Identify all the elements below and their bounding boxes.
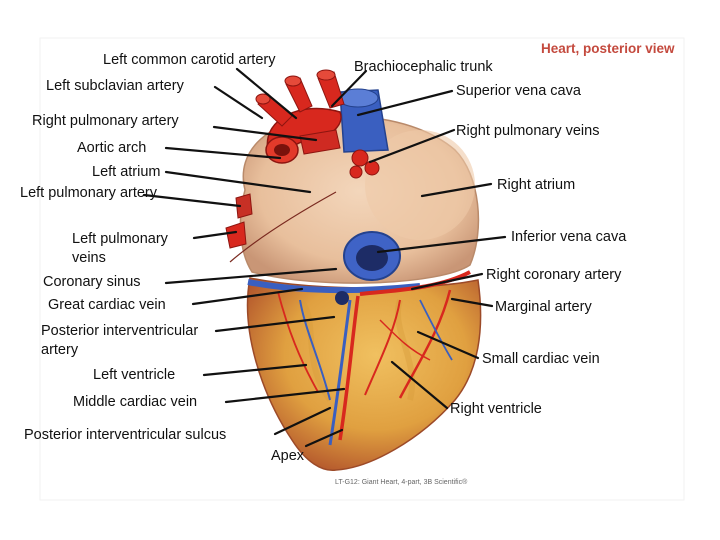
label-coronary-sinus: Coronary sinus bbox=[43, 274, 141, 290]
label-aortic-arch: Aortic arch bbox=[77, 140, 147, 156]
leader-marginal-artery bbox=[450, 297, 494, 308]
ivc-lumen bbox=[356, 245, 388, 271]
leader-great-cardiac-vein bbox=[191, 287, 304, 306]
leader-left-subclavian bbox=[213, 85, 264, 120]
pulmonary-artery bbox=[299, 129, 341, 155]
label-left-pulmonary-veins: Left pulmonary veins bbox=[72, 231, 168, 266]
leader-coronary-sinus bbox=[164, 267, 338, 285]
left-pulmonary-vein-stub bbox=[225, 221, 247, 249]
image-credit: LT-G12: Giant Heart, 4-part, 3B Scientif… bbox=[335, 479, 468, 486]
leader-superior-vena-cava bbox=[356, 89, 454, 117]
leader-left-pulmonary-veins bbox=[192, 230, 238, 240]
leader-inferior-vena-cava bbox=[376, 235, 507, 254]
leader-middle-cardiac-vein bbox=[224, 387, 346, 404]
coronary-sinus-opening bbox=[335, 291, 349, 305]
right-pulmonary-vein-2 bbox=[364, 160, 380, 176]
label-left-common-carotid-artery: Left common carotid artery bbox=[103, 52, 276, 68]
leader-left-pulmonary-artery bbox=[142, 193, 242, 208]
label-right-pulmonary-artery: Right pulmonary artery bbox=[32, 113, 179, 129]
middle-cardiac-vein-vessel bbox=[328, 299, 352, 446]
leader-right-pulmonary-artery bbox=[212, 125, 318, 142]
figure-title: Heart, posterior view bbox=[541, 41, 675, 56]
label-great-cardiac-vein: Great cardiac vein bbox=[48, 297, 166, 313]
label-right-coronary-artery: Right coronary artery bbox=[486, 267, 622, 283]
label-posterior-interventricular-artery: Posterior interventricular artery bbox=[41, 323, 199, 358]
model-seam bbox=[229, 191, 337, 263]
label-right-atrium: Right atrium bbox=[497, 177, 576, 193]
label-marginal-artery: Marginal artery bbox=[495, 299, 592, 315]
leader-posterior-interventricular-sulcus bbox=[273, 406, 332, 436]
photo-frame bbox=[39, 37, 685, 501]
label-left-ventricle: Left ventricle bbox=[93, 367, 176, 383]
coronary-sinus-vessel bbox=[247, 279, 421, 294]
label-apex: Apex bbox=[271, 448, 305, 464]
label-brachiocephalic-trunk: Brachiocephalic trunk bbox=[354, 59, 493, 75]
leader-right-coronary-artery bbox=[410, 272, 484, 291]
label-superior-vena-cava: Superior vena cava bbox=[456, 83, 581, 99]
leader-right-ventricle bbox=[390, 360, 449, 410]
label-posterior-interventricular-sulcus: Posterior interventricular sulcus bbox=[24, 427, 227, 443]
leader-left-common-carotid bbox=[235, 67, 298, 120]
leader-right-pulmonary-veins bbox=[368, 128, 456, 164]
label-right-ventricle: Right ventricle bbox=[450, 401, 542, 417]
label-right-pulmonary-veins: Right pulmonary veins bbox=[456, 123, 600, 139]
right-pulmonary-vein-3 bbox=[349, 165, 363, 179]
left-pulmonary-artery-stub bbox=[235, 193, 253, 219]
right-pulmonary-vein-1 bbox=[351, 149, 369, 167]
leader-brachiocephalic-trunk bbox=[330, 69, 368, 108]
label-middle-cardiac-vein: Middle cardiac vein bbox=[73, 394, 198, 410]
leader-small-cardiac-vein bbox=[416, 330, 480, 360]
leader-lines bbox=[142, 67, 507, 448]
label-inferior-vena-cava: Inferior vena cava bbox=[511, 229, 627, 245]
marginal-artery-vessel bbox=[398, 289, 452, 399]
label-left-atrium: Left atrium bbox=[92, 164, 161, 180]
right-atrium-bulge bbox=[365, 130, 475, 240]
leader-aortic-arch bbox=[164, 146, 282, 160]
leader-apex bbox=[304, 428, 344, 448]
label-small-cardiac-vein: Small cardiac vein bbox=[482, 351, 600, 367]
posterior-interventricular-vessel bbox=[338, 295, 360, 441]
leader-posterior-interventricular-artery bbox=[214, 315, 336, 333]
label-left-subclavian-artery: Left subclavian artery bbox=[46, 78, 184, 94]
leader-left-atrium bbox=[164, 170, 312, 194]
leader-right-atrium bbox=[420, 182, 493, 198]
label-left-pulmonary-artery: Left pulmonary artery bbox=[20, 185, 158, 201]
leader-left-ventricle bbox=[202, 363, 308, 377]
